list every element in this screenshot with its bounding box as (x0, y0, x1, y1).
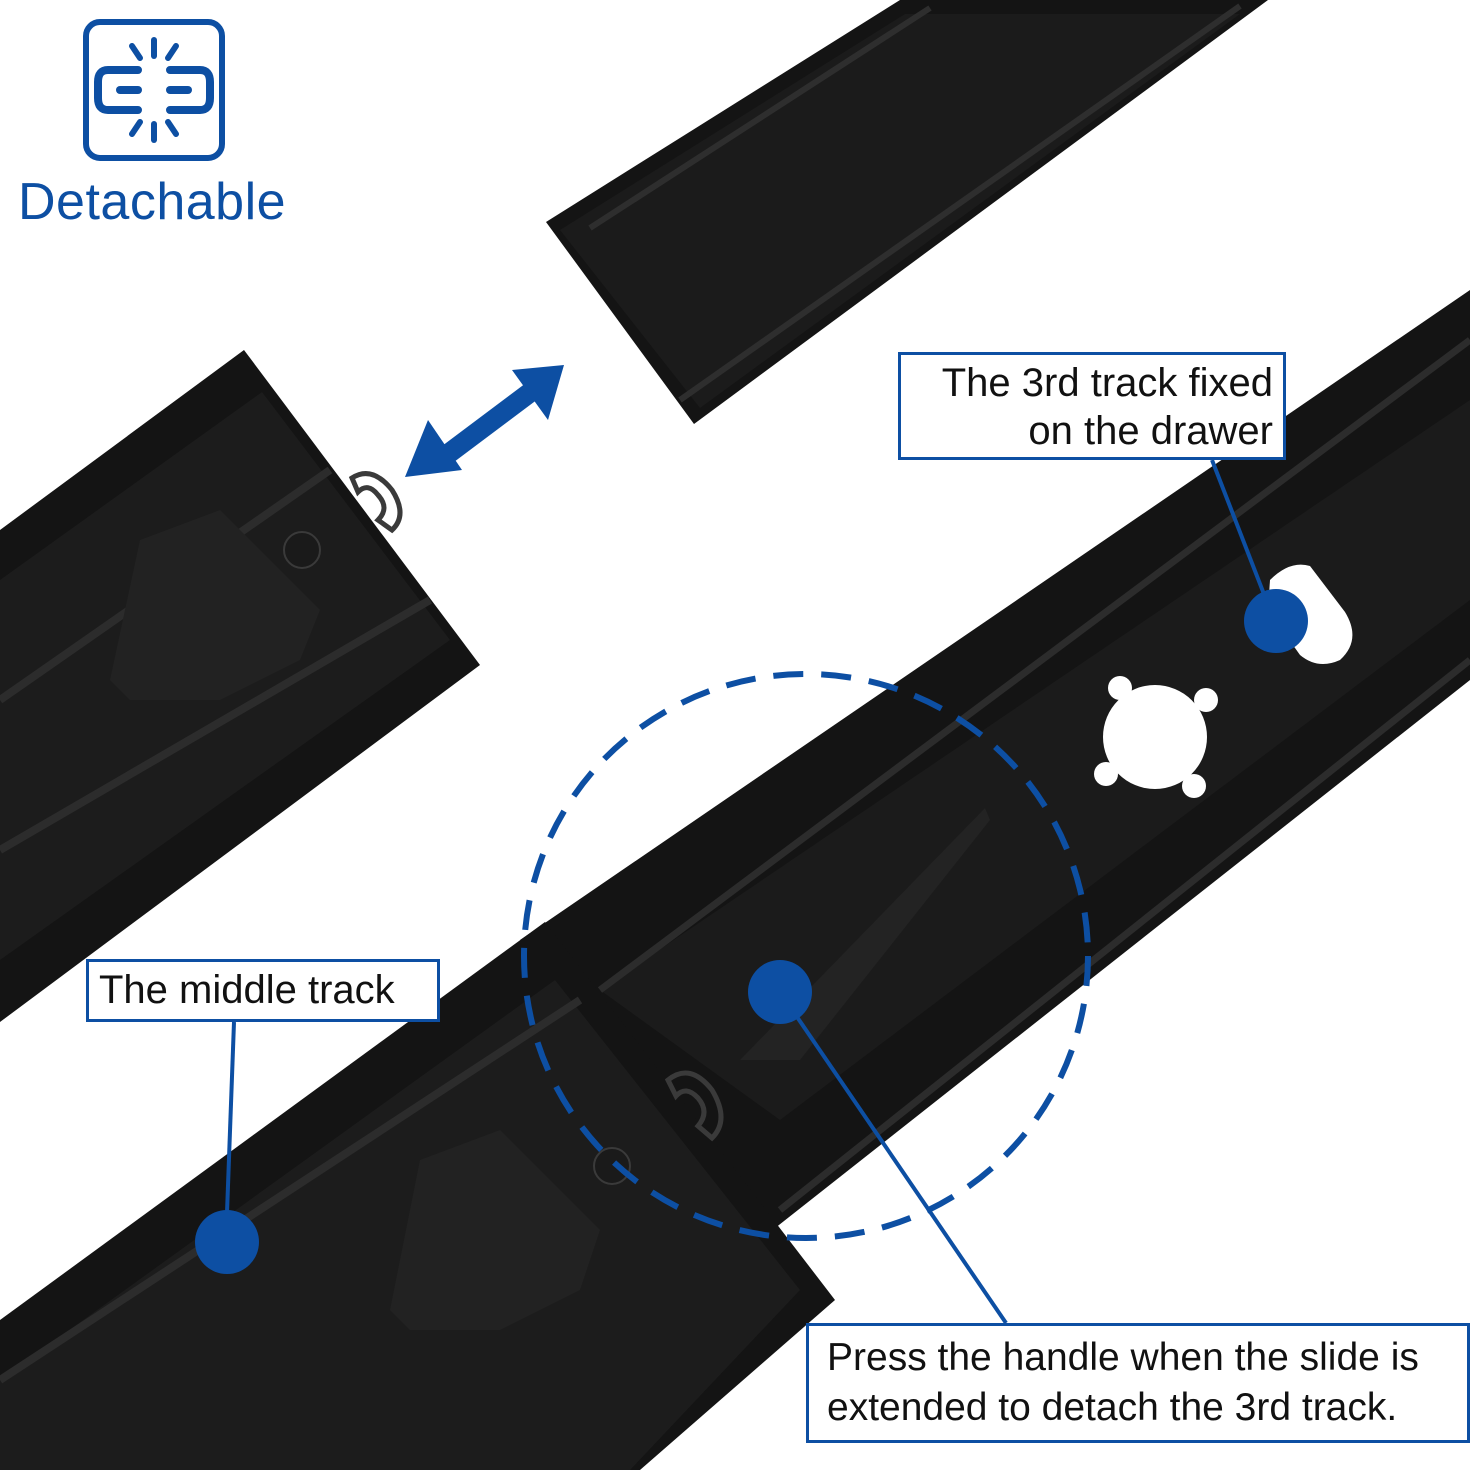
middle-track-callout-label: The middle track (99, 968, 395, 1012)
press-handle-callout-line1: Press the handle when the slide is (827, 1336, 1419, 1379)
third-track-callout-line2: on the drawer (1028, 409, 1273, 453)
press-handle-callout-line2: extended to detach the 3rd track. (827, 1386, 1398, 1429)
dashed-circle-highlight (521, 671, 1091, 1241)
middle-track-callout: The middle track (86, 959, 440, 1022)
middle-track-rail (0, 922, 835, 1470)
detachable-label: Detachable (18, 173, 287, 231)
press-handle-callout: Press the handle when the slide is exten… (806, 1323, 1470, 1443)
third-track-callout: The 3rd track fixed on the drawer (898, 352, 1286, 460)
double-arrow-icon (405, 365, 564, 477)
leader-third-track (1210, 459, 1308, 653)
upper-left-rail (0, 350, 480, 1022)
detach-link-icon (83, 19, 225, 161)
mount-hole (1094, 676, 1218, 798)
leader-middle-track (195, 1021, 259, 1274)
leader-press-handle (748, 960, 1008, 1325)
detached-third-track (546, 0, 1268, 424)
third-track-callout-line1: The 3rd track fixed (941, 361, 1273, 405)
